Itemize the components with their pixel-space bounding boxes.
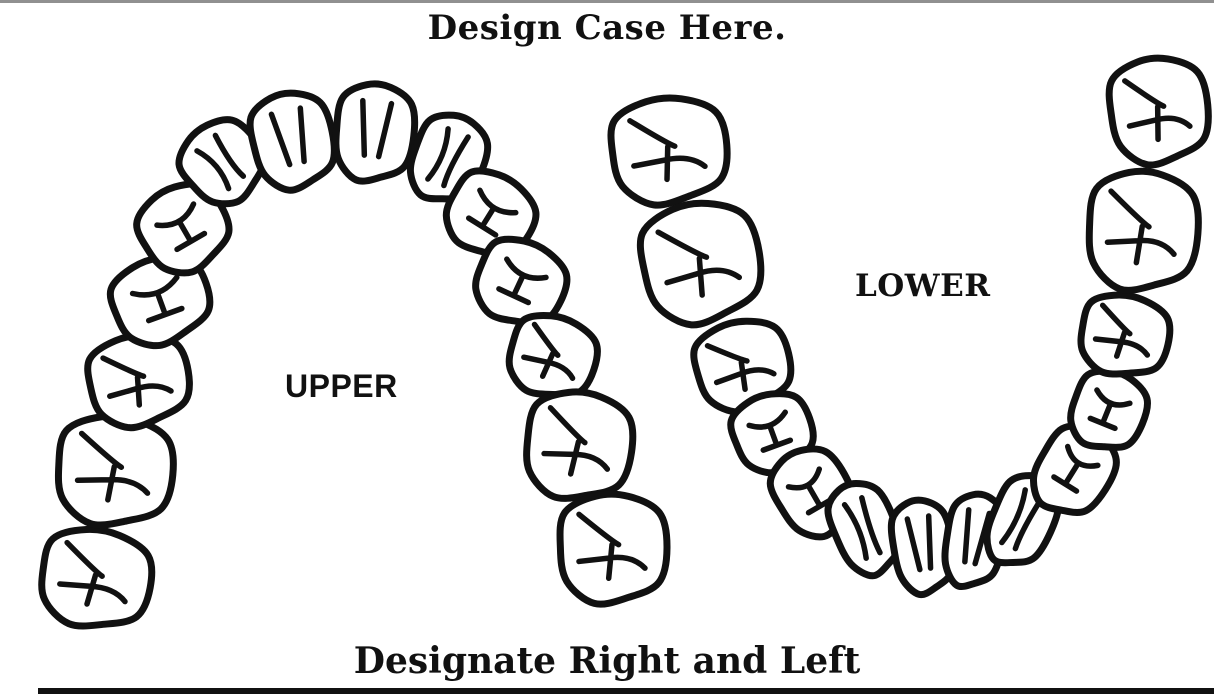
dental-arch-diagram	[0, 0, 1214, 640]
upper-tooth-8	[331, 80, 419, 186]
lower-tooth-2	[634, 194, 770, 332]
lower-arch	[608, 53, 1214, 597]
lower-arch-label: LOWER	[855, 268, 991, 304]
upper-arch-label: UPPER	[285, 368, 398, 405]
lower-tooth-1	[608, 93, 732, 209]
lower-tooth-13	[1085, 168, 1202, 295]
footer-instruction: Designate Right and Left	[0, 640, 1214, 682]
upper-tooth-13	[520, 386, 639, 508]
upper-arch	[34, 80, 667, 637]
upper-tooth-outline	[331, 80, 419, 186]
upper-tooth-2	[54, 412, 178, 532]
lower-tooth-14	[1106, 53, 1214, 169]
bottom-border	[38, 688, 1214, 694]
upper-tooth-14	[560, 494, 667, 604]
upper-tooth-1	[34, 521, 158, 637]
